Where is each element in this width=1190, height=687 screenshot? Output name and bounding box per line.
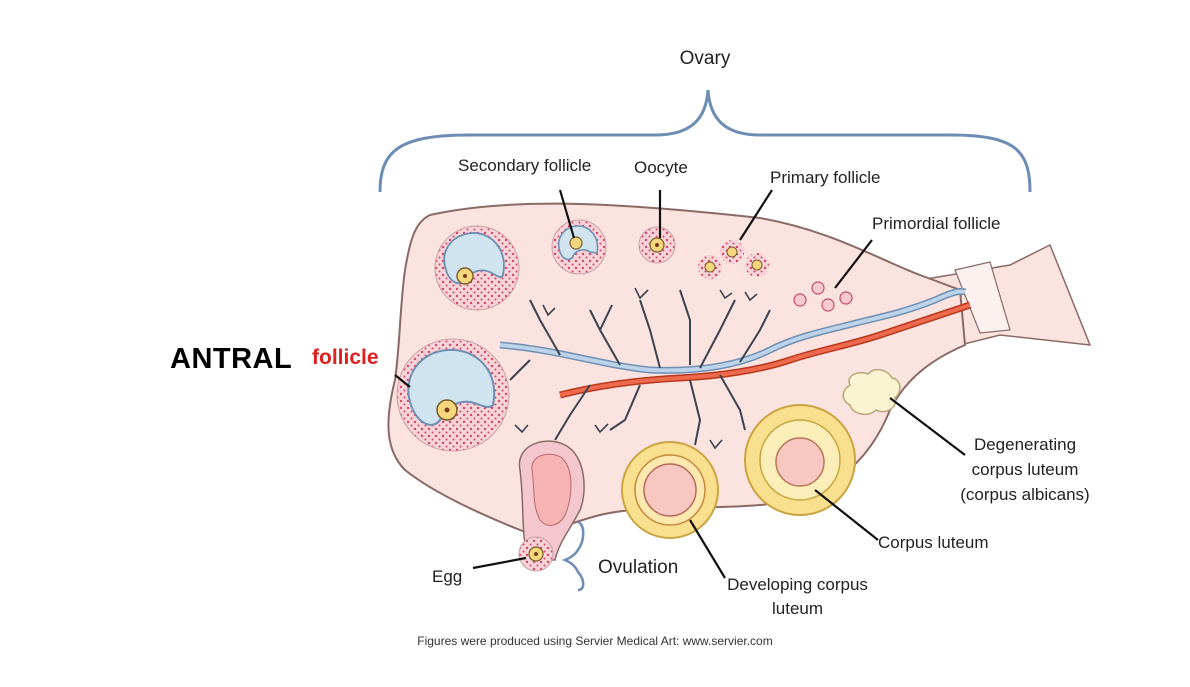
label-antral: ANTRAL (170, 343, 293, 375)
label-ovary: Ovary (679, 48, 731, 69)
blood-vessels (499, 287, 972, 450)
label-developing-line1: Developing corpus (727, 575, 868, 594)
label-primary-follicle: Primary follicle (770, 168, 881, 187)
egg-shape (518, 536, 554, 572)
primary-follicles (698, 240, 769, 279)
ovulation-brace (561, 520, 585, 592)
corpus-luteum-shape (744, 404, 856, 516)
label-primordial-follicle: Primordial follicle (872, 214, 1001, 233)
label-developing-line2: luteum (771, 599, 824, 618)
secondary-follicle-shape (551, 219, 607, 275)
label-corpus-luteum: Corpus luteum (878, 533, 989, 552)
primordial-follicles (793, 281, 853, 312)
label-oocyte: Oocyte (634, 158, 688, 177)
ovary-brace (378, 89, 1032, 193)
credit-line: Figures were produced using Servier Medi… (417, 634, 773, 648)
label-follicle-highlight: follicle (312, 346, 379, 369)
corpus-albicans-shape (842, 368, 901, 416)
large-follicle-upper (434, 225, 520, 311)
leader-lines (394, 189, 966, 579)
label-degenerating-line1: Degenerating (973, 435, 1077, 454)
oocyte-follicle-shape (638, 226, 676, 264)
developing-corpus-luteum-shape (621, 441, 719, 539)
label-egg: Egg (432, 567, 463, 586)
label-ovulation: Ovulation (598, 557, 679, 578)
label-secondary-follicle: Secondary follicle (458, 156, 592, 175)
antral-follicle (396, 338, 510, 452)
label-degenerating-line3: (corpus albicans) (960, 485, 1090, 504)
ruptured-follicle (518, 440, 585, 561)
label-degenerating-line2: corpus luteum (971, 460, 1079, 479)
